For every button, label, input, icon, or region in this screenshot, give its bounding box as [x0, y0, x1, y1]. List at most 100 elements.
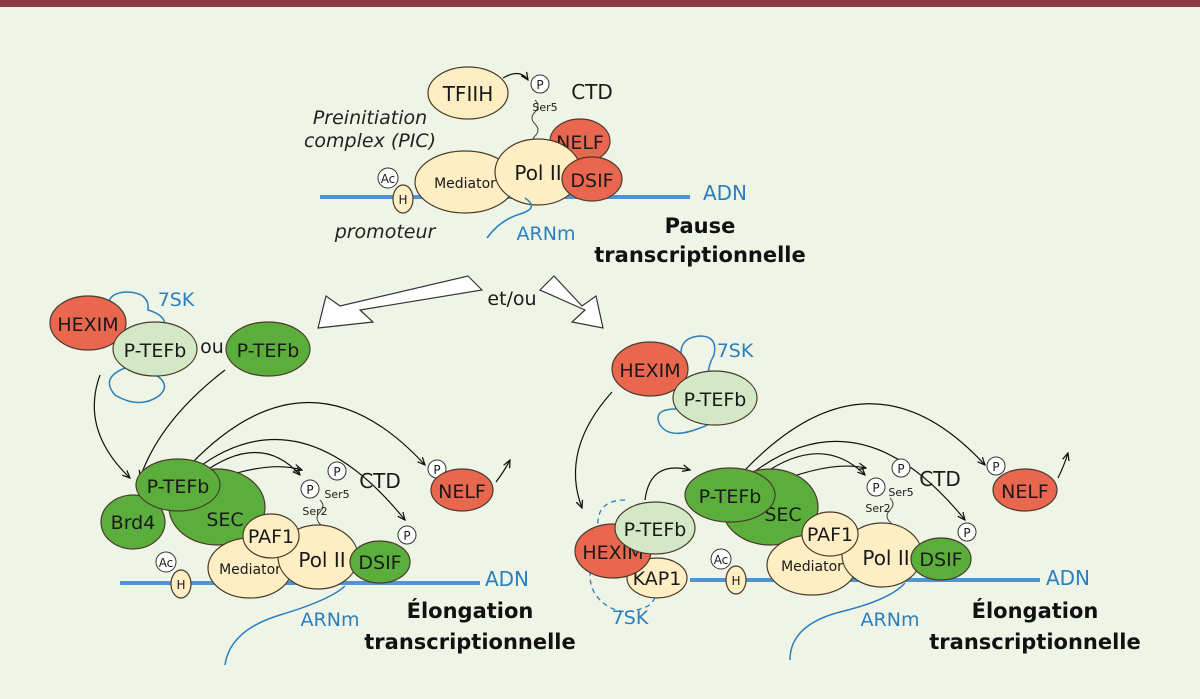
mediator-label-right: Mediator: [781, 559, 843, 575]
phospho-nelf-right: [986, 456, 1006, 476]
ptefb-main-left: [135, 458, 221, 512]
arnm-label-right: ARNm: [861, 609, 920, 631]
elong-title-left-1: Élongation: [407, 598, 534, 623]
nelf-protein-right: [992, 468, 1058, 512]
7sk-label-promoter: 7SK: [612, 607, 649, 629]
dsif-label-left: DSIF: [358, 552, 401, 574]
top-complex: TFIIH P Ser5 CTD Preinitiation complex (…: [304, 66, 806, 267]
arrow-hexim-to-promoter: [574, 391, 613, 508]
phospho-right-2: [891, 458, 911, 478]
phospho-left-1: [300, 479, 320, 499]
arnm-label: ARNm: [517, 223, 576, 245]
et-ou-label: et/ou: [487, 288, 536, 310]
right-complex: HEXIM 7SK P-TEFb KAP1 HEXIM P-TEFb 7SK S…: [574, 335, 1141, 661]
arrow-to-dsif: [194, 439, 405, 520]
top-bar: [0, 0, 1200, 7]
ptefb-light-label-left: P-TEFb: [124, 340, 187, 362]
dsif-protein: [561, 156, 623, 202]
acetyl-circle-right: [710, 548, 732, 570]
histone-label-right: H: [731, 574, 740, 588]
nelf-release-arrow-left: [495, 460, 510, 483]
dsif-protein-right: [910, 537, 972, 581]
pause-title-1: Pause: [665, 214, 736, 238]
histone: [392, 184, 414, 214]
left-complex: HEXIM 7SK P-TEFb ou P-TEFb SEC Brd4 P-TE…: [49, 289, 576, 666]
nelf-protein-left: [430, 468, 494, 512]
pol2-label-right: Pol II: [862, 546, 909, 570]
pol2-label-left: Pol II: [298, 548, 345, 572]
dsif-label: DSIF: [570, 170, 613, 192]
ser5-label: Ser5: [532, 101, 557, 114]
pause-title-2: transcriptionnelle: [594, 243, 806, 267]
acetyl-label-right: Ac: [714, 553, 729, 567]
arrow-to-nelf: [189, 401, 425, 466]
phospho-nelf-label-left: P: [433, 463, 440, 477]
ser5-label-right: Ser5: [888, 486, 913, 499]
ptefb-main-right: [684, 467, 776, 523]
ptefb-light-label-promoter: P-TEFb: [624, 519, 687, 541]
phospho-label-right-1: P: [872, 481, 879, 495]
arrow-to-nelf-right: [744, 403, 985, 471]
histone-right: [725, 565, 747, 595]
phospho-left-2: [327, 461, 347, 481]
promoteur-label: promoteur: [334, 221, 437, 243]
tfiih-label: TFIIH: [442, 82, 494, 106]
sec-label-left: SEC: [206, 509, 243, 531]
pic-label-1: Preinitiation: [313, 107, 427, 129]
ctd-label-right: CTD: [919, 467, 961, 491]
mediator-label-left: Mediator: [219, 562, 281, 578]
phospho-dsif-right: [957, 522, 977, 542]
ptefb-main-label-left: P-TEFb: [147, 476, 210, 498]
adn-label: ADN: [703, 181, 747, 205]
histone-label-left: H: [176, 578, 185, 592]
paf1-label-right: PAF1: [807, 524, 853, 546]
paf1-label-left: PAF1: [248, 526, 294, 548]
phospho-label-right-2: P: [897, 462, 904, 476]
dsif-protein-left: [349, 540, 411, 584]
left-branch-arrow: [317, 275, 484, 329]
ser2-label-left: Ser2: [302, 505, 327, 518]
phospho-dsif-label-right: P: [963, 526, 970, 540]
ptefb-dark-free: [225, 321, 311, 377]
arrow-promoter-to-ptefb: [644, 468, 690, 501]
ptefb-light-label-right: P-TEFb: [684, 389, 747, 411]
rna-strand: [486, 197, 533, 239]
hexim-label-right: HEXIM: [619, 360, 680, 382]
elong-title-right-2: transcriptionnelle: [929, 630, 1141, 654]
7sk-label-right: 7SK: [717, 340, 754, 362]
phospho-dsif-left: [397, 525, 417, 545]
ptefb-main-label-right: P-TEFb: [699, 486, 762, 508]
phospho-label-left-1: P: [306, 483, 313, 497]
paf1-protein-left: [242, 513, 300, 559]
acetyl-label: Ac: [381, 172, 396, 186]
mediator-label: Mediator: [434, 176, 496, 192]
phospho-nelf-label-right: P: [992, 460, 999, 474]
sec-label-right: SEC: [764, 504, 801, 526]
acetyl-circle: [377, 167, 399, 189]
rna-strand-left: [224, 585, 346, 666]
adn-label-left: ADN: [485, 567, 529, 591]
ptefb-light-left: [112, 321, 198, 377]
arrow-free-to-ptefb: [140, 369, 226, 478]
arrow-hexim-to-ptefb: [93, 374, 130, 478]
hexim-protein-left: [49, 295, 127, 351]
paf1-protein-right: [801, 511, 859, 557]
acetyl-circle-left: [155, 551, 177, 573]
ptefb-dark-label-free: P-TEFb: [237, 340, 300, 362]
histone-left: [170, 569, 192, 599]
hexim-protein-right: [611, 341, 689, 397]
nelf-label-left: NELF: [438, 481, 486, 503]
phospho-label: P: [536, 78, 543, 92]
tfiih-protein: [427, 66, 509, 120]
phospho-label-left-2: P: [333, 465, 340, 479]
phospho-circle: [530, 74, 550, 94]
ctd-label: CTD: [571, 80, 613, 104]
brd4-label: Brd4: [111, 512, 156, 534]
kap1-label: KAP1: [633, 568, 682, 590]
brd4-protein: [100, 494, 166, 550]
arrow-to-dsif-right: [749, 440, 965, 520]
nelf-label-right: NELF: [1001, 481, 1049, 503]
tfiih-arrow: [502, 73, 528, 80]
ser5-label-left: Ser5: [324, 488, 349, 501]
